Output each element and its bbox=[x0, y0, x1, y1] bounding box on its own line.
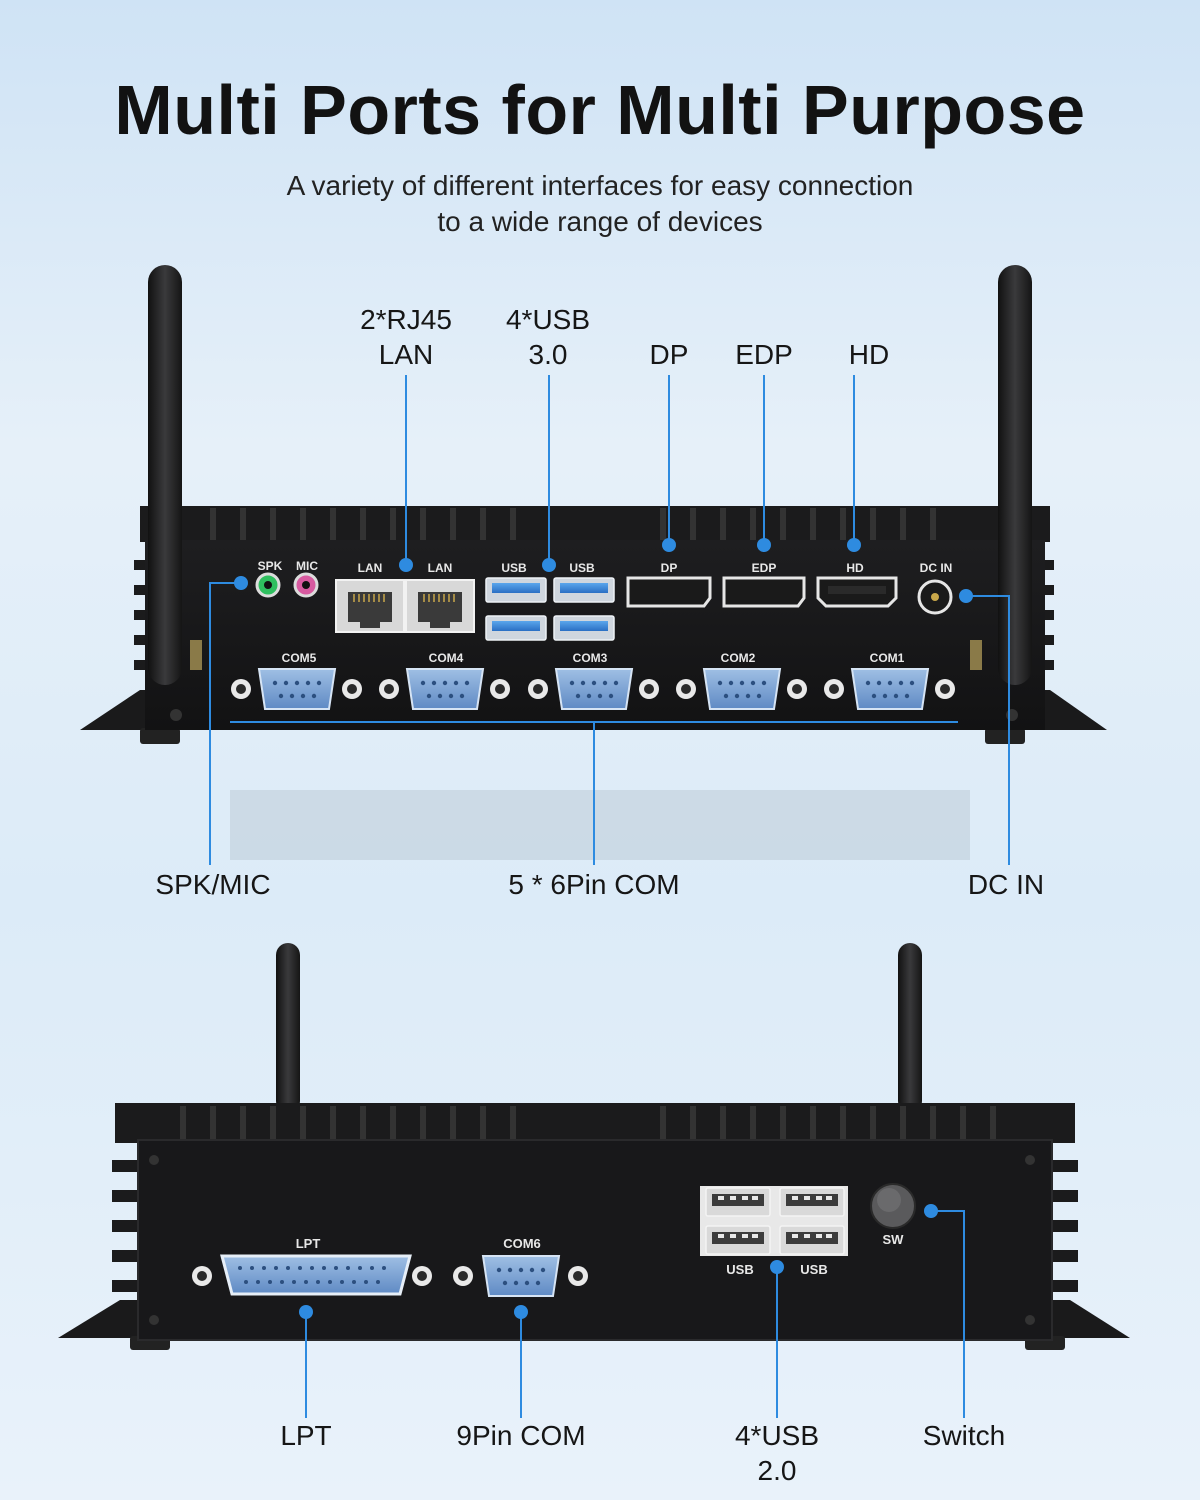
usb2-port-3 bbox=[779, 1187, 845, 1217]
edp-label: EDP bbox=[752, 561, 777, 575]
antenna-right bbox=[998, 265, 1032, 685]
dp-port bbox=[626, 576, 712, 608]
callout-com: 5 * 6Pin COM bbox=[508, 869, 680, 900]
callout-usb2-line1: 4*USB bbox=[734, 1420, 820, 1451]
callout-switch: Switch bbox=[922, 1420, 1006, 1451]
usb3-port-4 bbox=[553, 615, 615, 641]
com4-label: COM4 bbox=[429, 651, 464, 665]
lan-port-2 bbox=[405, 579, 475, 633]
front-callout-dots bbox=[234, 538, 973, 603]
callout-edp: EDP bbox=[735, 339, 793, 370]
rear-callout-dots bbox=[299, 1204, 938, 1319]
lpt-silk-label: LPT bbox=[296, 1236, 321, 1251]
callout-rj45-line1: 2*RJ45 bbox=[360, 304, 452, 335]
callout-rj45-line2: LAN bbox=[378, 339, 434, 370]
front-device: SPK MIC LAN LAN USB USB DP EDP HD DC IN … bbox=[80, 265, 1107, 860]
rear-device: LPT COM6 USB USB SW bbox=[58, 943, 1130, 1350]
callout-usb3-line2: 3.0 bbox=[528, 339, 568, 370]
usb2-silk-label-2: USB bbox=[800, 1262, 827, 1277]
lan-port-1 bbox=[335, 579, 405, 633]
lan1-label: LAN bbox=[358, 561, 383, 575]
callout-usb2: 4*USB 2.0 bbox=[717, 1418, 837, 1488]
callout-spk-mic: SPK/MIC bbox=[155, 869, 271, 900]
com6-silk-label: COM6 bbox=[503, 1236, 541, 1251]
usb3-label-1: USB bbox=[501, 561, 527, 575]
callout-usb3: 4*USB 3.0 bbox=[488, 302, 608, 372]
callout-lpt: LPT bbox=[280, 1420, 332, 1451]
usb3-port-2 bbox=[485, 615, 547, 641]
spk-label: SPK bbox=[258, 559, 283, 573]
callout-hd: HD bbox=[848, 339, 890, 370]
callout-9pin-com: 9Pin COM bbox=[456, 1420, 586, 1451]
lan2-label: LAN bbox=[428, 561, 453, 575]
edp-port bbox=[722, 576, 806, 608]
usb2-silk-label-1: USB bbox=[726, 1262, 753, 1277]
callout-usb2-line2: 2.0 bbox=[757, 1455, 797, 1486]
dp-label: DP bbox=[661, 561, 678, 575]
usb3-label-2: USB bbox=[569, 561, 595, 575]
rear-antenna-right bbox=[898, 943, 922, 1113]
page-subtitle-line2: to a wide range of devices bbox=[437, 206, 763, 237]
page-title: Multi Ports for Multi Purpose bbox=[114, 71, 1086, 149]
rear-antenna-left bbox=[276, 943, 300, 1113]
lpt-port bbox=[192, 1254, 432, 1296]
com1-label: COM1 bbox=[870, 651, 905, 665]
usb2-port-4 bbox=[779, 1225, 845, 1255]
usb2-port-2 bbox=[705, 1225, 771, 1255]
usb2-port-1 bbox=[705, 1187, 771, 1217]
com5-label: COM5 bbox=[282, 651, 317, 665]
rear-callout-lines bbox=[305, 1210, 965, 1418]
callout-rj45-lan: 2*RJ45 LAN bbox=[343, 302, 469, 372]
page-subtitle-line1: A variety of different interfaces for ea… bbox=[286, 170, 914, 201]
usb3-port-3 bbox=[553, 577, 615, 603]
callout-dc-in: DC IN bbox=[967, 869, 1045, 900]
dcin-label: DC IN bbox=[920, 561, 953, 575]
com2-label: COM2 bbox=[721, 651, 756, 665]
antenna-left bbox=[148, 265, 182, 685]
sw-silk-label: SW bbox=[883, 1232, 905, 1247]
hd-label: HD bbox=[846, 561, 864, 575]
front-callout-lines bbox=[209, 375, 1010, 865]
mic-label: MIC bbox=[296, 559, 318, 573]
callout-dp: DP bbox=[649, 339, 689, 370]
callout-usb3-line1: 4*USB bbox=[505, 304, 591, 335]
usb3-port-1 bbox=[485, 577, 547, 603]
com3-label: COM3 bbox=[573, 651, 608, 665]
